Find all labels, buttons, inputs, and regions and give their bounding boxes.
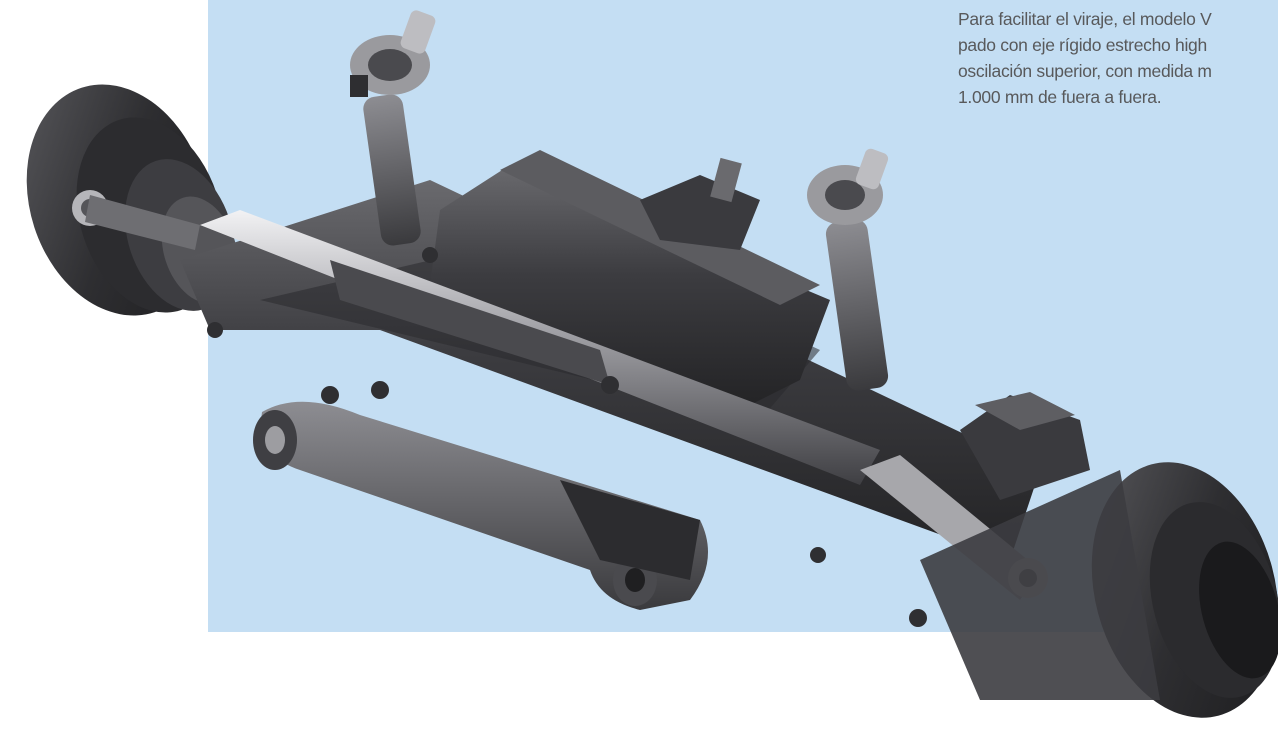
caption-line-2: pado con eje rígido estrecho high	[958, 35, 1207, 55]
steering-cylinder	[72, 190, 880, 485]
caption-text: Para facilitar el viraje, el modelo V pa…	[958, 6, 1278, 110]
left-piston	[350, 10, 436, 246]
right-wheel-hub	[920, 392, 1278, 718]
caption-line-1: Para facilitar el viraje, el modelo V	[958, 9, 1212, 29]
differential-housing	[430, 150, 830, 410]
oscillation-arm	[253, 401, 708, 610]
bolts	[207, 247, 927, 627]
caption-line-4: 1.000 mm de fuera a fuera.	[958, 87, 1162, 107]
caption-line-3: oscilación superior, con medida m	[958, 61, 1212, 81]
right-piston	[807, 148, 889, 391]
